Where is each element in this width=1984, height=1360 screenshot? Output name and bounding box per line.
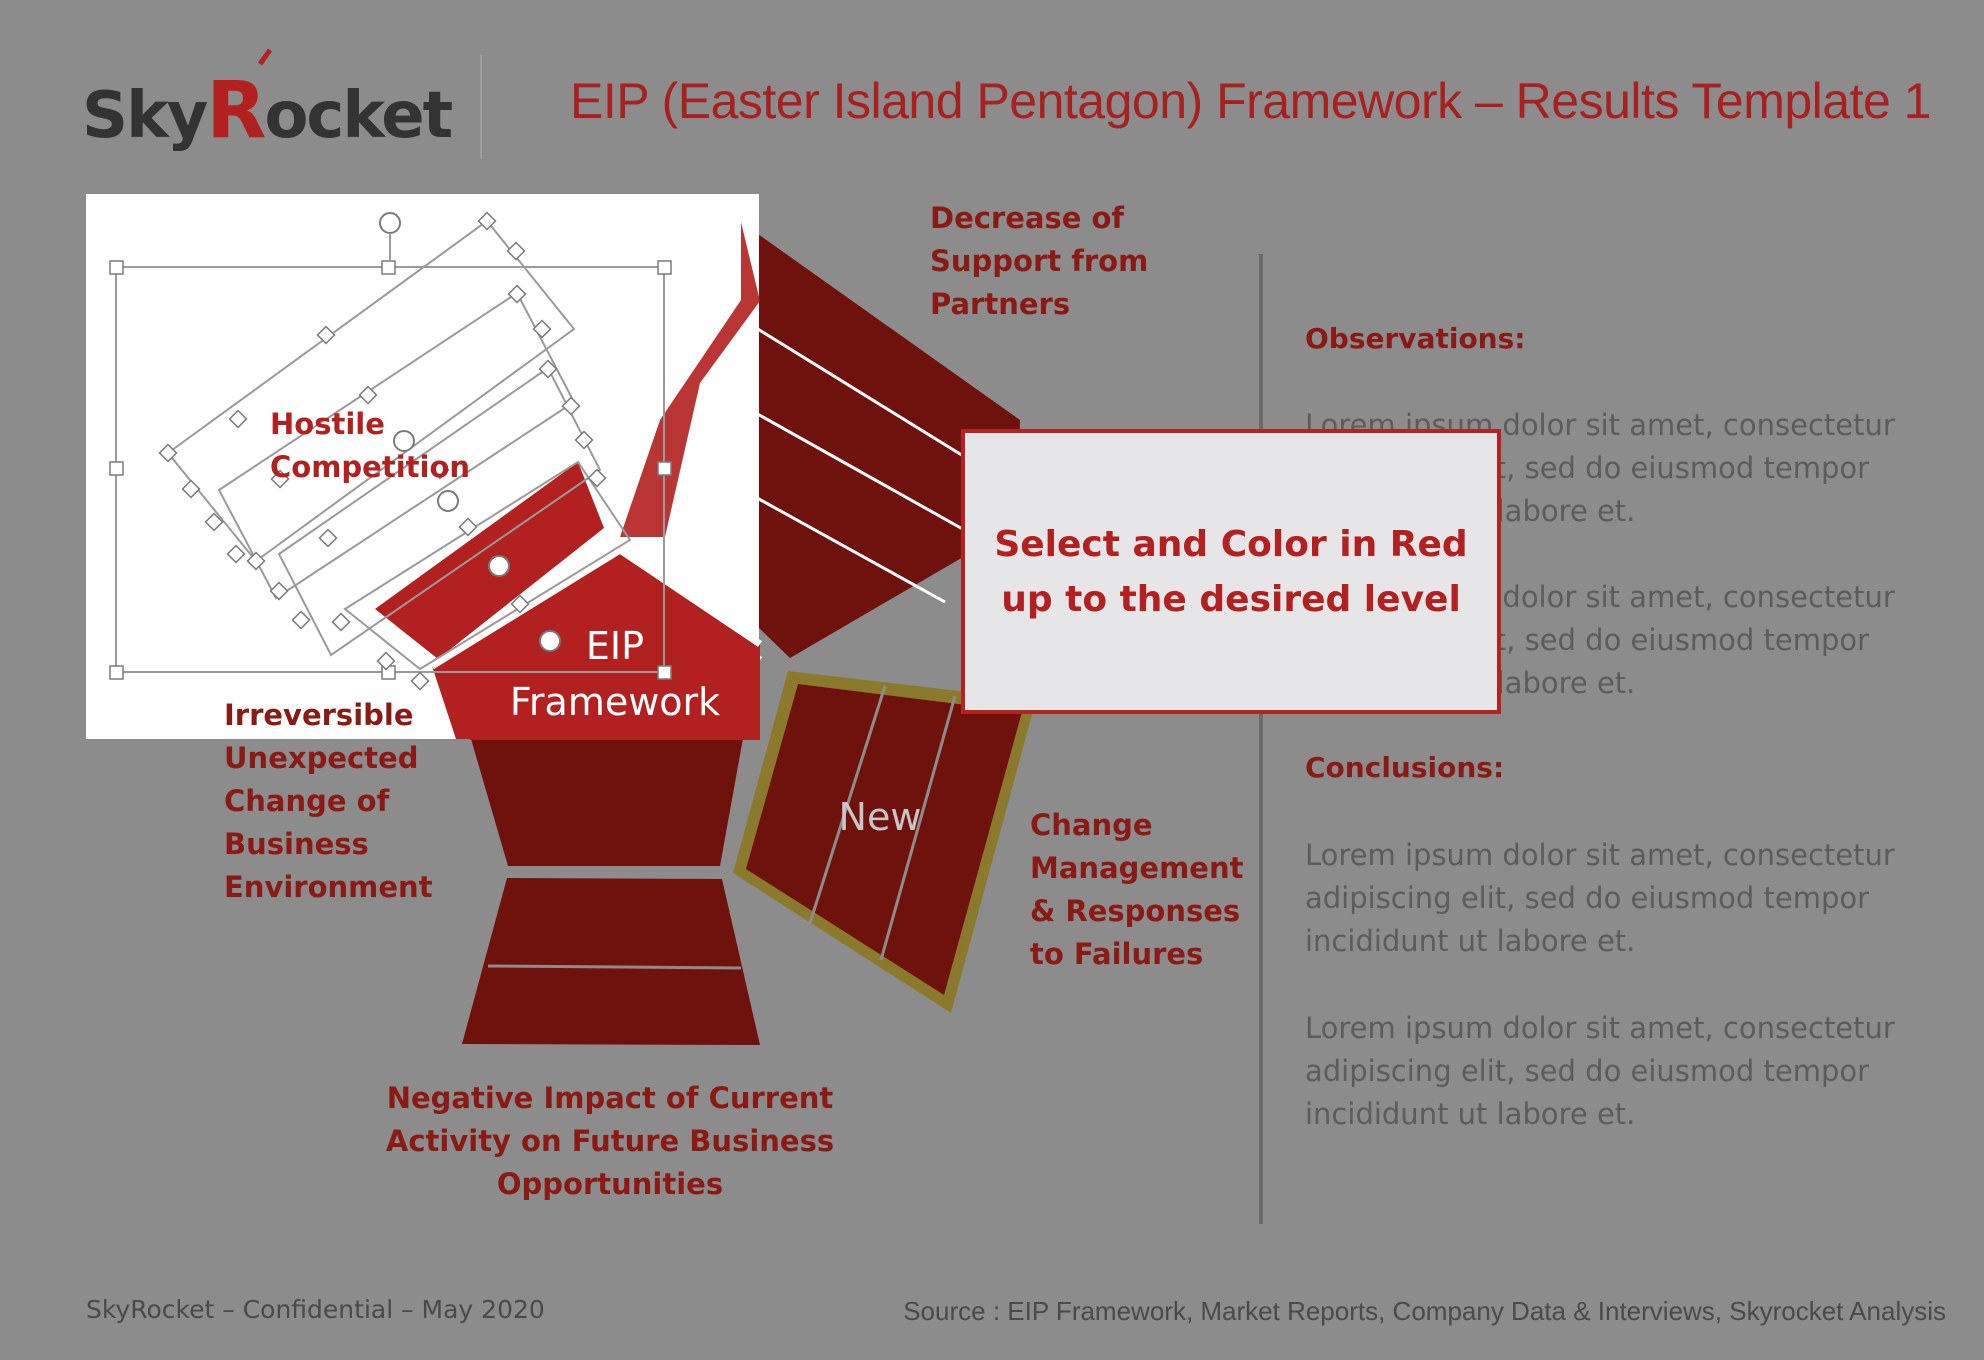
footer-source: Source : EIP Framework, Market Reports, … [903,1296,1946,1326]
header-divider [480,55,482,159]
panel-divider [1259,254,1263,1224]
new-label: New [838,795,922,839]
callout-text: Select and Color in Red up to the desire… [994,523,1468,620]
rotate-handles[interactable] [379,212,561,652]
label-irreversible: Irreversible Unexpected Change of Busine… [224,698,433,904]
conclusion-paragraph: Lorem ipsum dolor sit amet, consectetur … [1305,1011,1895,1131]
label-partners: Decrease of Support from Partners [930,201,1149,321]
logo-mark [257,48,273,66]
page-title: EIP (Easter Island Pentagon) Framework –… [570,73,1931,129]
selection-overlay[interactable] [86,194,762,739]
instruction-callout: Select and Color in Red up to the desire… [961,429,1501,714]
conclusions-heading: Conclusions: [1305,751,1505,784]
label-negative: Negative Impact of Current Activity on F… [385,1081,835,1201]
center-label-line2: Framework [509,680,721,724]
label-hostile: Hostile Competition [270,407,471,484]
conclusion-paragraph: Lorem ipsum dolor sit amet, consectetur … [1305,838,1895,958]
observations-heading: Observations: [1305,322,1526,355]
center-label-line1: EIP [585,624,645,668]
center-label: EIP Framework [490,618,740,730]
logo-wordmark: SkyRocket [82,66,453,156]
label-change: Change Management & Responses to Failure… [1030,808,1244,971]
skyrocket-logo: SkyRocket [82,44,453,156]
footer-confidential: SkyRocket – Confidential – May 2020 [86,1295,545,1324]
selection-handles[interactable] [109,211,672,691]
wing-negative[interactable] [462,878,760,1045]
wing-change[interactable] [733,671,1036,1013]
